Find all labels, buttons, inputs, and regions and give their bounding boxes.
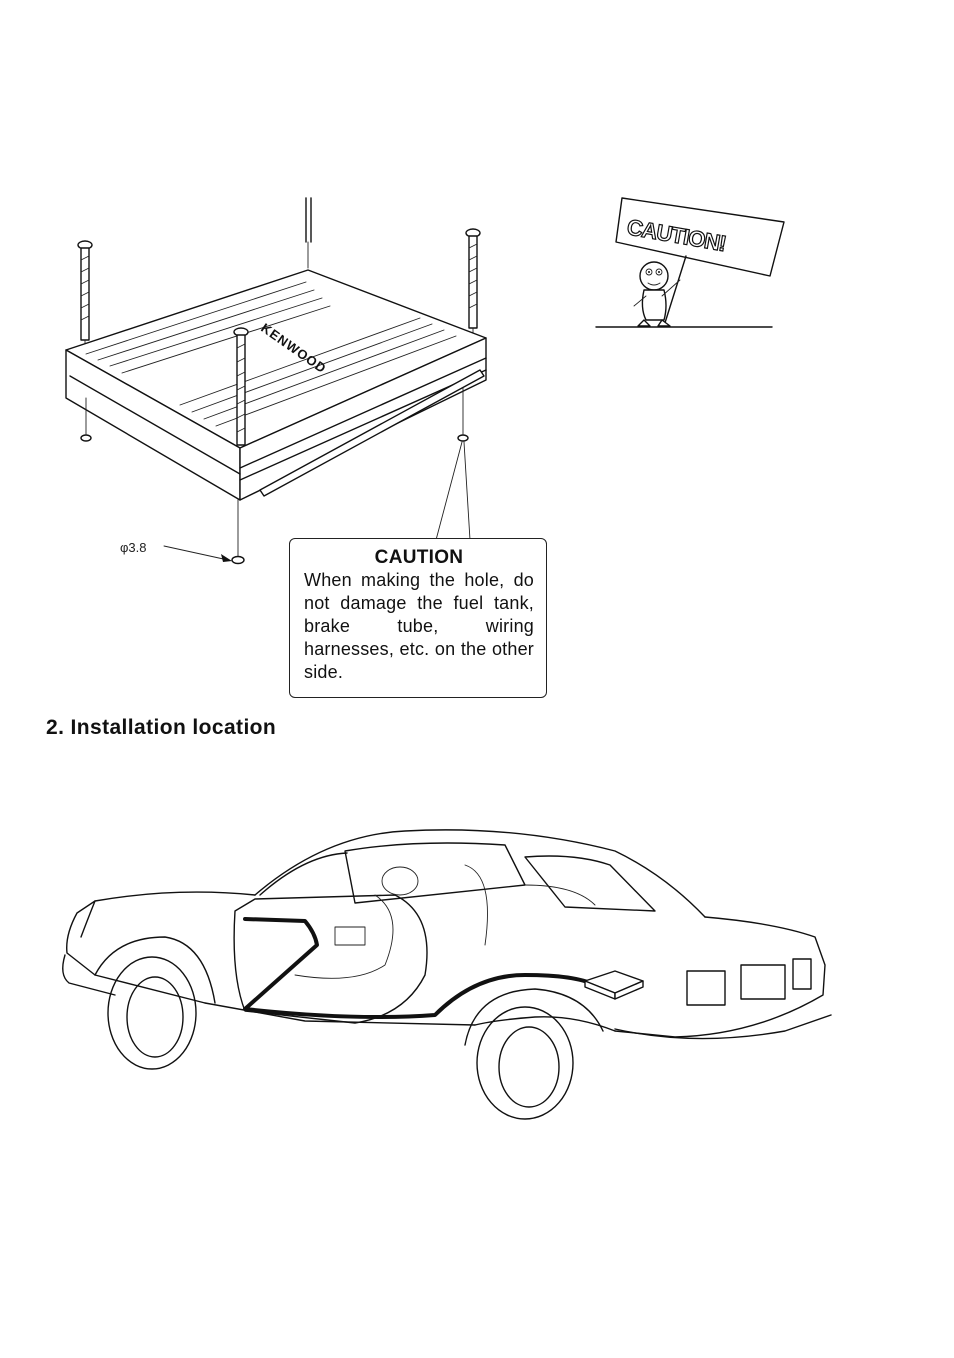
car-installation-illustration (55, 825, 845, 1125)
screw-hole (232, 500, 244, 564)
screw-hole (458, 388, 468, 441)
caution-callout-lines (436, 442, 470, 540)
mounting-screw (466, 229, 480, 340)
cartoon-character (634, 262, 680, 326)
wiring-route (245, 919, 595, 1017)
section-heading: 2. Installation location (46, 716, 276, 740)
hole-diameter-label: φ3.8 (120, 540, 147, 555)
diameter-leader-arrow (164, 546, 232, 562)
caution-note-body: When making the hole, do not damage the … (304, 569, 534, 684)
caution-sign-board: CAUTION! (616, 198, 784, 276)
amplifier-in-trunk (585, 971, 643, 999)
head-unit (335, 927, 365, 945)
amplifier-mounting-illustration: KENWOOD (40, 190, 560, 590)
car-body (63, 830, 831, 1119)
amplifier-body: KENWOOD (66, 270, 486, 500)
caution-note-title: CAUTION (304, 547, 534, 569)
caution-note-box: CAUTION When making the hole, do not dam… (289, 538, 547, 698)
mounting-screw (78, 241, 92, 352)
caution-sign-cartoon: CAUTION! (590, 188, 790, 333)
mounting-screw (306, 198, 311, 268)
